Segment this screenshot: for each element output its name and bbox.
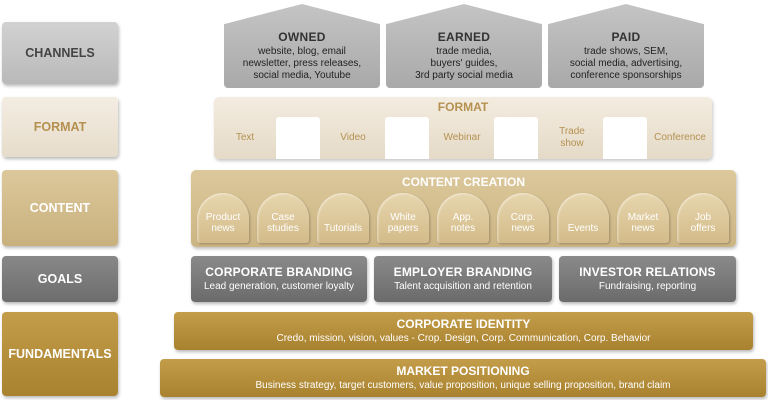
goal-corporate-branding: CORPORATE BRANDING Lead generation, cust… bbox=[191, 256, 367, 302]
content-item-tutorials: Tutorials bbox=[317, 193, 369, 243]
content-item-line: offers bbox=[690, 223, 716, 234]
channel-earned-title: EARNED bbox=[437, 30, 491, 44]
goal-title: INVESTOR RELATIONS bbox=[579, 265, 716, 279]
content-item-line: papers bbox=[387, 223, 419, 234]
content-item-line: news bbox=[211, 223, 235, 234]
content-item-line: news bbox=[511, 223, 535, 234]
format-divider bbox=[385, 117, 429, 159]
format-item-video: Video bbox=[322, 118, 384, 158]
format-item-text: Text bbox=[216, 118, 274, 158]
format-item-conference: Conference bbox=[649, 118, 711, 158]
format-divider bbox=[494, 117, 538, 159]
content-item-corp-news: Corp.news bbox=[497, 193, 549, 243]
channel-owned-line: website, blog, email bbox=[258, 46, 346, 57]
fundamental-desc: Business strategy, target customers, val… bbox=[255, 380, 671, 391]
format-item-line: Trade bbox=[559, 126, 585, 137]
channel-paid-line: conference sponsorships bbox=[570, 70, 682, 81]
content-item-line: App. bbox=[452, 212, 474, 223]
channel-paid-desc: trade shows, SEM, social media, advertis… bbox=[548, 46, 704, 82]
channel-paid-title: PAID bbox=[611, 30, 641, 44]
content-item-line: notes bbox=[450, 223, 476, 234]
fundamental-market-positioning: MARKET POSITIONING Business strategy, ta… bbox=[160, 359, 766, 397]
row-label-content: CONTENT bbox=[2, 170, 118, 246]
content-item-line: Job bbox=[694, 212, 712, 223]
goal-desc: Lead generation, customer loyalty bbox=[203, 281, 355, 292]
content-item-app-notes: App.notes bbox=[437, 193, 489, 243]
format-item-line: Video bbox=[340, 132, 366, 143]
channel-earned: EARNED trade media, buyers' guides, 3rd … bbox=[386, 4, 542, 88]
content-item-line: Product bbox=[205, 212, 241, 223]
channel-owned-title: OWNED bbox=[278, 30, 326, 44]
channel-owned-desc: website, blog, email newsletter, press r… bbox=[224, 46, 380, 82]
fundamental-title: CORPORATE IDENTITY bbox=[396, 317, 531, 331]
format-item-line: show bbox=[560, 138, 584, 149]
content-creation-title: CONTENT CREATION bbox=[401, 175, 526, 189]
goal-investor-relations: INVESTOR RELATIONS Fundraising, reportin… bbox=[559, 256, 736, 302]
channel-earned-line: trade media, bbox=[436, 46, 492, 57]
channel-earned-line: buyers' guides, bbox=[430, 58, 498, 69]
row-label-fundamentals: FUNDAMENTALS bbox=[2, 312, 118, 396]
channel-owned-line: social media, Youtube bbox=[253, 70, 351, 81]
goal-desc: Fundraising, reporting bbox=[598, 281, 697, 292]
format-item-line: Text bbox=[235, 132, 255, 143]
format-item-line: Webinar bbox=[443, 132, 481, 143]
format-title: FORMAT bbox=[437, 100, 489, 114]
fundamental-desc: Credo, mission, vision, values - Crop. D… bbox=[276, 333, 651, 344]
row-label-format: FORMAT bbox=[2, 97, 118, 157]
fundamental-corporate-identity: CORPORATE IDENTITY Credo, mission, visio… bbox=[174, 312, 753, 350]
goal-desc: Talent acquisition and retention bbox=[394, 281, 532, 292]
format-divider bbox=[276, 117, 320, 159]
goal-employer-branding: EMPLOYER BRANDING Talent acquisition and… bbox=[374, 256, 552, 302]
content-item-line: studies bbox=[267, 223, 299, 234]
format-item-trade-show: Trade show bbox=[541, 118, 603, 158]
format-item-line: Conference bbox=[654, 132, 706, 143]
channel-owned-line: newsletter, press releases, bbox=[242, 58, 362, 69]
channel-paid-line: trade shows, SEM, bbox=[584, 46, 668, 57]
goal-title: EMPLOYER BRANDING bbox=[393, 265, 533, 279]
channel-owned: OWNED website, blog, email newsletter, p… bbox=[224, 4, 380, 88]
row-label-channels: CHANNELS bbox=[2, 22, 118, 84]
row-label-goals: GOALS bbox=[2, 256, 118, 302]
content-item-line: Case bbox=[271, 212, 295, 223]
channel-paid: PAID trade shows, SEM, social media, adv… bbox=[548, 4, 704, 88]
fundamental-title: MARKET POSITIONING bbox=[396, 364, 530, 378]
content-item-line: Market bbox=[627, 212, 659, 223]
channel-paid-line: social media, advertising, bbox=[569, 58, 683, 69]
content-item-events: Events bbox=[557, 193, 609, 243]
format-divider bbox=[603, 117, 647, 159]
goal-title: CORPORATE BRANDING bbox=[205, 265, 353, 279]
content-item-line: news bbox=[631, 223, 655, 234]
channel-earned-line: 3rd party social media bbox=[415, 70, 513, 81]
content-item-line: Tutorials bbox=[324, 223, 362, 234]
content-item-line: Corp. bbox=[510, 212, 536, 223]
content-item-line: White bbox=[390, 212, 416, 223]
content-item-line: Events bbox=[567, 223, 599, 234]
channel-earned-desc: trade media, buyers' guides, 3rd party s… bbox=[386, 46, 542, 82]
format-item-webinar: Webinar bbox=[431, 118, 493, 158]
